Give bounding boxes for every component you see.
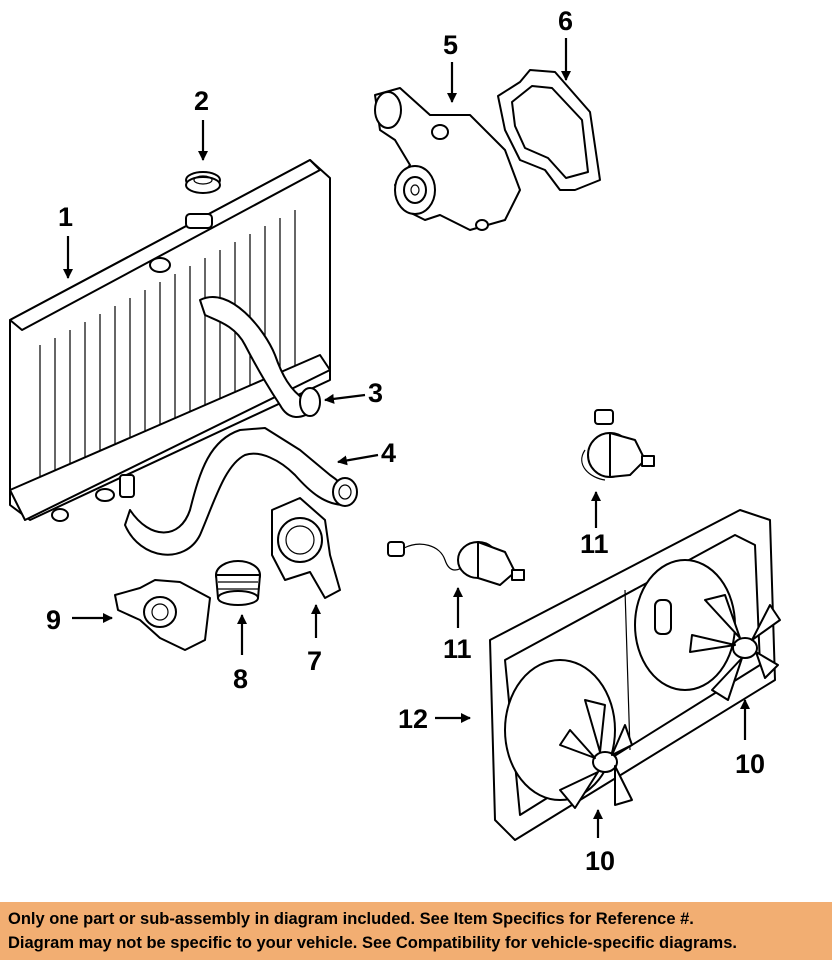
parts-diagram: 1 2 3 4 5 6 7 8 9 10 10 11 11 12 xyxy=(9,6,781,876)
callout-10a: 10 xyxy=(585,846,615,876)
callout-6: 6 xyxy=(558,6,573,36)
lower-radiator-hose xyxy=(124,427,358,556)
callout-11a: 11 xyxy=(580,529,609,559)
disclaimer-line-2: Diagram may not be specific to your vehi… xyxy=(8,934,737,952)
fan-blade-lower xyxy=(559,699,633,809)
callout-8: 8 xyxy=(233,664,248,694)
fan-motor-lower xyxy=(387,541,525,586)
callout-9: 9 xyxy=(46,605,61,635)
fan-motor-upper xyxy=(581,409,655,481)
thermostat xyxy=(215,560,261,606)
disclaimer-banner: Only one part or sub-assembly in diagram… xyxy=(0,902,832,960)
upper-radiator-hose xyxy=(199,296,321,418)
callout-4: 4 xyxy=(381,438,396,468)
water-pump xyxy=(374,87,521,231)
disclaimer-line-1: Only one part or sub-assembly in diagram… xyxy=(8,910,694,928)
callout-1: 1 xyxy=(58,202,73,232)
thermostat-housing xyxy=(271,497,341,599)
water-pump-gasket xyxy=(497,69,601,191)
water-inlet xyxy=(114,579,211,651)
callout-5: 5 xyxy=(443,30,458,60)
arrow-4 xyxy=(337,453,379,466)
radiator-cap xyxy=(185,171,221,194)
callout-7: 7 xyxy=(307,646,322,676)
arrow-3 xyxy=(324,393,366,404)
fan-blade-upper xyxy=(689,594,781,701)
callout-2: 2 xyxy=(194,86,209,116)
callout-12: 12 xyxy=(398,704,428,734)
radiator xyxy=(9,159,331,522)
callout-3: 3 xyxy=(368,378,383,408)
callout-arrows xyxy=(63,38,750,838)
callout-11b: 11 xyxy=(443,634,472,664)
callout-10b: 10 xyxy=(735,749,765,779)
